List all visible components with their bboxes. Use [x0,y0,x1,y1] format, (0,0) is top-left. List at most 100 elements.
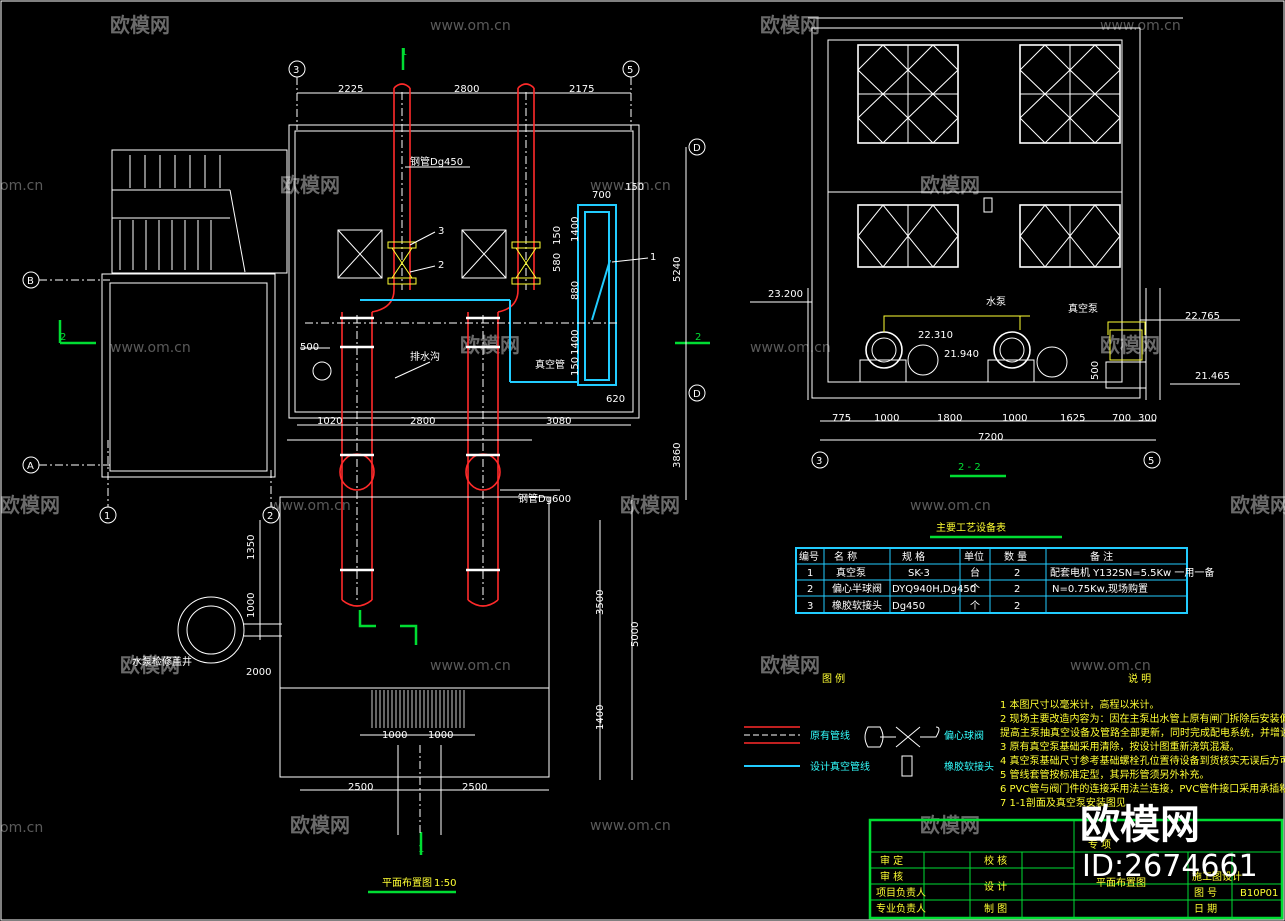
section-bracket [400,624,418,645]
axis-label: 3 [293,65,299,76]
table-cell: 2 [1014,568,1020,579]
dimension-text: 1000 [246,593,257,618]
annex-building-inner [109,282,268,472]
axis-label: 3 [816,456,822,467]
table-cell: 1 [807,568,813,579]
dimension-text: 150 [552,226,563,245]
note-line: 7 1-1剖面及真空泵安装图见 [1000,796,1126,809]
dimension-text: 2500 [462,782,487,793]
dimension-text: 5000 [630,622,641,647]
intake-tank [279,496,550,778]
elevation-text: 23.200 [768,289,803,300]
dimension-text: 500 [1090,361,1101,380]
window [857,44,959,144]
dimension-text: 620 [606,394,625,405]
dimension-text: 2000 [246,667,271,678]
dimension-text: 3080 [546,416,571,427]
watermark-text: www.om.cn [750,340,831,356]
dimension-text: 5240 [672,257,683,282]
watermark-text: 欧模网 [120,653,180,677]
maintenance-well-inner [186,605,236,655]
watermark-text: www.om.cn [270,498,351,514]
table-header: 数 量 [1004,550,1027,563]
title-block-label: 专 项 [1088,838,1111,851]
watermark-text: 欧模网 [290,813,350,837]
watermark-text: 欧模网 [1230,493,1285,517]
elevation-text: 21.940 [944,349,979,360]
watermark-text: 欧模网 [920,173,980,197]
axis-label: A [27,461,34,472]
pipe-label: 钢管Dg450 [410,155,463,168]
pipe-label: 钢管Dg600 [518,492,571,505]
window [1019,204,1121,268]
stair-treads [119,155,246,273]
table-cell: 2 [1014,584,1020,595]
window [1019,44,1121,144]
axis-bubble [811,451,829,469]
callout-number: 3 [438,226,444,237]
plan-scale: 1:50 [434,878,456,889]
title-block-label: 设 计 [984,880,1007,893]
watermark-text: 欧模网 [1100,333,1160,357]
valve-legend-symbol [864,726,940,748]
callout-number: 2 [438,260,444,271]
dimension-text: 500 [300,342,319,353]
table-cell: 橡胶软接头 [832,599,882,612]
elevation-text: 21.465 [1195,371,1230,382]
watermark-text: 欧模网 [0,493,60,517]
drawing-name: 平面布置图 [1096,877,1146,889]
dimension-text: 1400 [570,330,581,355]
section-mark-label: 2 [60,332,66,343]
valve-symbol [387,241,541,285]
axis-label: 5 [627,65,633,76]
watermark-text: www.om.cn [910,498,991,514]
table-cell: 偏心半球阀 [832,582,882,595]
watermark-text: 欧模网 [760,653,820,677]
notes-title: 说 明 [1128,672,1151,685]
table-cell: 配套电机 Y132SN=5.5Kw 一用一备 [1050,566,1214,579]
dimension-text: 1000 [1002,413,1027,424]
table-cell: 台 [970,566,980,579]
table-cell: 3 [807,601,813,612]
axis-bubble [688,138,706,156]
leader-line [394,361,431,379]
title-block-border [868,818,1284,920]
dimension-text: 700 [1112,413,1131,424]
dimension-text: 2500 [348,782,373,793]
pipe-flanges [340,316,500,572]
axis-bubble [688,384,706,402]
dimension-text: 580 [552,253,563,272]
figure-number: B10P01 [1240,888,1278,899]
watermark-text: www.om.cn [110,340,191,356]
watermark-text: 欧模网 [760,13,820,37]
leader-line [611,257,649,263]
note-line: 3 原有真空泵基础采用清除，按设计图重新浇筑混凝。 [1000,740,1240,753]
table-cell: SK-3 [908,568,930,579]
annex-building [101,273,276,478]
table-cell: 2 [807,584,813,595]
table-header: 规 格 [902,550,925,563]
dimension-text: 1400 [595,705,606,730]
section-mark-label: 1 [418,844,424,855]
title-block-label: 日 期 [1194,903,1217,915]
section-view: 23.200 22.310 21.940 22.765 21.465 水泵 真空… [750,17,1240,478]
pump-house-wall [288,124,640,419]
vacuum-pipes [360,204,617,386]
plan-title: 平面布置图 [382,877,432,889]
dimension-text: 1625 [1060,413,1085,424]
design-stage: 施工图设计 [1192,870,1242,883]
pump-house-wall-inner [294,130,634,413]
section-mark-label: 1 [401,47,407,58]
watermark-text: www.om.cn [430,658,511,674]
dimension-text: 2225 [338,84,363,95]
dimension-text: 1000 [382,730,407,741]
watermark-text: www.om.cn [430,18,511,34]
dimension-text: 1000 [428,730,453,741]
pump-label: 真空泵 [1068,302,1098,315]
note-line: 6 PVC管与阀门件的连接采用法兰连接，PVC管件接口采用承插粘接。 [1000,782,1285,795]
plan-view: 3 5 B A 1 2 D D 2225 2800 2175 [22,47,710,894]
dimension-text: 2800 [454,84,479,95]
joint-legend-symbol [901,755,913,777]
